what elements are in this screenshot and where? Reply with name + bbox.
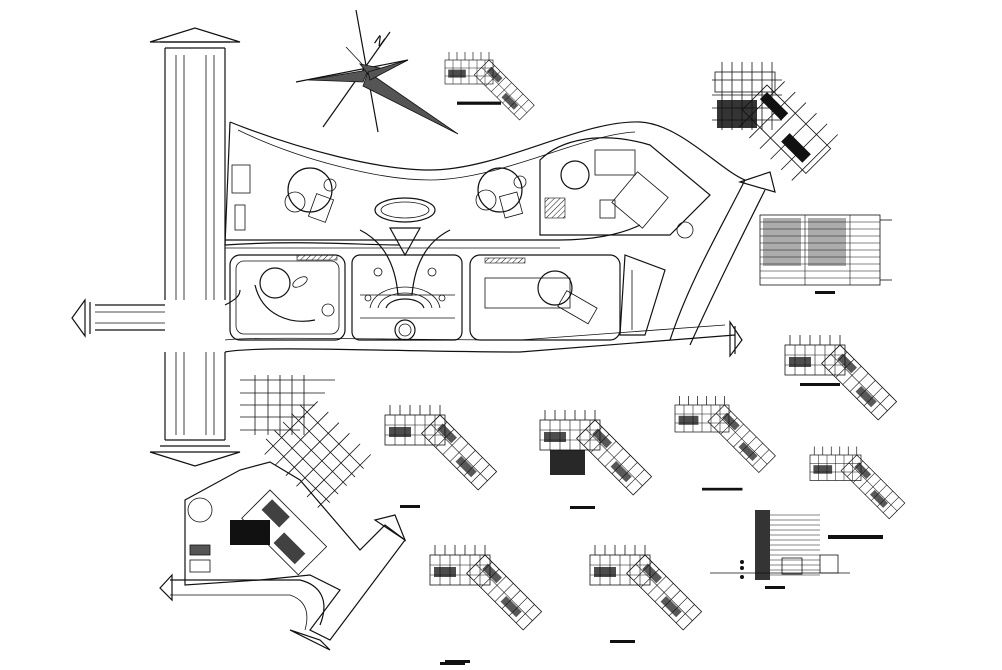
north-arrow: N [295,9,459,135]
vertical-road [149,27,241,467]
block-west [229,254,346,341]
plaza-left [284,167,337,223]
block-centre [351,254,463,341]
grid-plan-left [240,375,371,508]
master-site-plan [71,27,776,467]
floor-plan-right-3 [809,446,906,520]
elevation-schedule [759,214,892,294]
floor-plan-right-2 [674,395,776,491]
floor-plan-bottom-1 [429,544,543,663]
block-east [469,254,621,341]
plaza-right [475,167,527,219]
section-elevation [710,510,883,589]
compound-ne [539,137,711,239]
north-label: N [371,33,388,51]
floor-plan-mid-1 [384,404,498,508]
floor-plan-right-1 [784,334,898,421]
floor-plan-mid-2 [539,409,653,509]
floor-plan-bottom-2 [589,544,703,643]
title-bar [440,662,465,665]
floor-plan-top-right [712,62,838,181]
site-plan-detail [159,461,407,651]
floor-plan-top-center [444,51,535,121]
horizontal-road [71,289,743,358]
